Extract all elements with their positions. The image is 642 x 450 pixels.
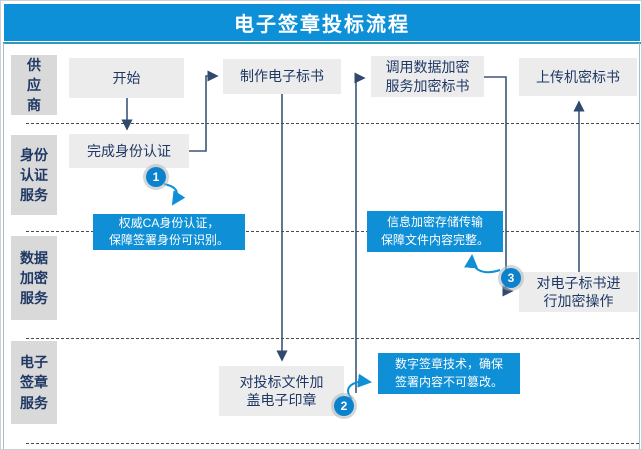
lane-label-supplier: 供 应 商 — [11, 55, 57, 115]
node-seal: 对投标文件加 盖电子印章 — [219, 366, 344, 416]
node-complete-auth: 完成身份认证 — [69, 134, 189, 168]
callout-encrypted-storage: 信息加密存储传输 保障文件内容完整。 — [367, 211, 503, 252]
callout-digital-signature: 数字签章技术，确保 签署内容不可篡改。 — [378, 353, 520, 394]
connector-callencrypt-to-encryptop — [484, 76, 514, 297]
node-start: 开始 — [69, 58, 184, 98]
diagram-title-banner: 电子签章投标流程 — [4, 4, 640, 41]
callout-arrow-1 — [163, 183, 186, 206]
node-encrypt-op: 对电子标书进 行加密操作 — [519, 272, 638, 312]
connector-auth-to-makebid — [189, 70, 219, 152]
callout-arrow-2 — [347, 373, 372, 400]
connector-seal-to-callencrypt — [354, 72, 366, 393]
step-badge-1: 1 — [146, 167, 166, 187]
lane-label-identity: 身份 认证 服务 — [11, 135, 57, 215]
banner-underline — [3, 42, 641, 44]
node-make-bid: 制作电子标书 — [223, 59, 341, 94]
lane-separator-1 — [26, 123, 639, 124]
page-title: 电子签章投标流程 — [234, 14, 410, 36]
lane-separator-3 — [26, 338, 639, 339]
lane-label-signature: 电子 签章 服务 — [11, 341, 57, 424]
lane-separator-2 — [26, 231, 639, 232]
node-call-encrypt: 调用数据加密 服务加密标书 — [371, 56, 484, 97]
callout-ca-authentication: 权威CA身份认证， 保障签署身份可识别。 — [93, 214, 245, 250]
callout-arrow-3 — [464, 254, 501, 274]
lane-separator-4 — [26, 443, 639, 444]
lane-area-right-border — [639, 43, 640, 449]
lane-label-encryption: 数据 加密 服务 — [11, 236, 57, 320]
step-badge-3: 3 — [501, 268, 521, 288]
node-upload: 上传机密标书 — [519, 58, 637, 96]
step-badge-2: 2 — [334, 396, 354, 416]
lane-area-left-border — [3, 43, 4, 449]
